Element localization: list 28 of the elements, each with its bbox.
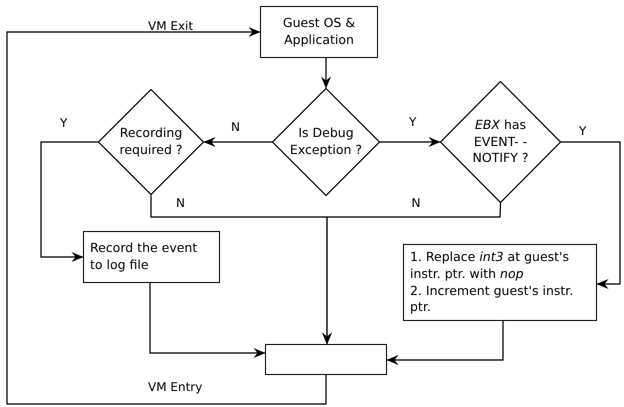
process-box: [265, 344, 387, 375]
edge-label: N: [231, 120, 240, 134]
node-text: Is Debug Exception ?: [288, 125, 364, 159]
process-box: [83, 231, 220, 283]
loop-label: VM Exit: [148, 19, 194, 33]
node-text: Recording required ?: [118, 125, 184, 159]
arrow: [380, 137, 440, 147]
process-box: [260, 6, 378, 58]
node-text: 2. Increment guest's instr. ptr.: [410, 282, 574, 316]
arrow: [6, 27, 327, 405]
node-text: 1. Replace int3 at guest's instr. ptr. with nop: [410, 248, 570, 282]
edge-label: N: [176, 196, 185, 210]
arrow: [40, 141, 98, 262]
arrow: [322, 202, 502, 344]
arrow: [321, 58, 331, 88]
arrow: [561, 141, 621, 289]
arrow: [386, 321, 504, 365]
process-box: [403, 244, 597, 321]
edge-label: VM Entry: [148, 380, 202, 394]
edge-label: Y: [409, 115, 416, 129]
edge-label: N: [412, 196, 420, 210]
arrow: [149, 283, 266, 358]
edge-label: Y: [579, 124, 586, 138]
node-text: Guest OS & Application: [282, 15, 356, 49]
edge-label: Y: [60, 116, 68, 130]
node-text: Record the event to log file: [90, 240, 198, 274]
node-text: EBX has EVENT- -NOTIFY ?: [472, 116, 530, 168]
arrow: [204, 137, 272, 147]
